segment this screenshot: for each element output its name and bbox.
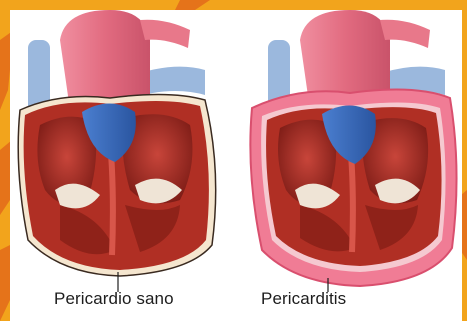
healthy-heart: [18, 10, 216, 292]
pericarditis-label: Pericarditis: [261, 289, 346, 309]
healthy-pericardium-label: Pericardio sano: [54, 289, 174, 309]
inflamed-heart: [250, 10, 456, 292]
